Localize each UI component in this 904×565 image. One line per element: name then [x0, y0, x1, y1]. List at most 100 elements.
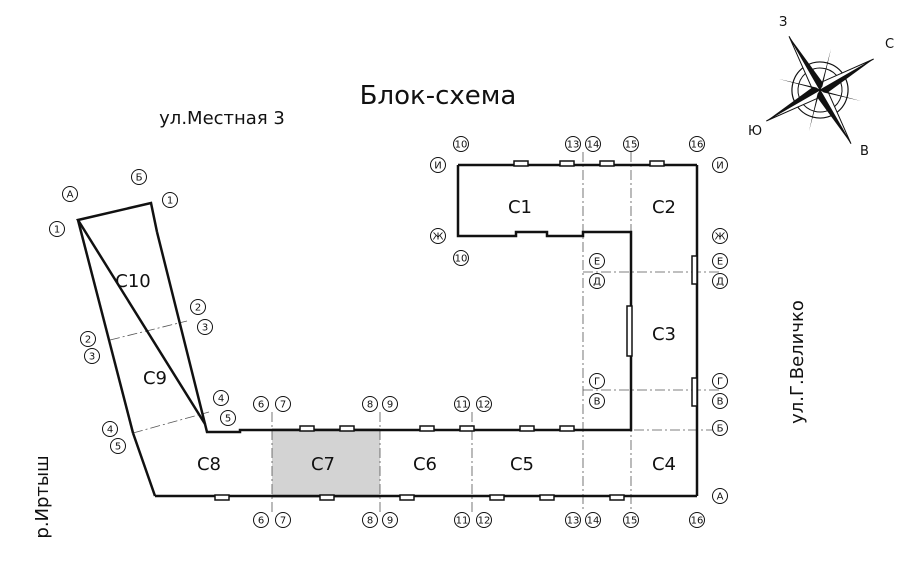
section-c2-label[interactable]: С2 — [652, 197, 676, 218]
axis-marker-rZh: Ж — [712, 228, 728, 244]
axis-marker-label: 8 — [367, 400, 373, 411]
axis-marker-label: 14 — [587, 516, 600, 527]
axis-marker-w5a: 5 — [220, 410, 236, 426]
axis-marker-label: 16 — [691, 140, 704, 151]
axis-marker-w5b: 5 — [110, 438, 126, 454]
section-c8-label[interactable]: С8 — [197, 454, 221, 475]
axis-marker-label: Б — [717, 424, 724, 435]
axis-marker-label: 10 — [455, 254, 468, 265]
axis-marker-w4b: 4 — [102, 421, 118, 437]
axis-marker-label: 11 — [456, 400, 469, 411]
axis-marker-label: Г — [594, 377, 600, 388]
axis-marker-label: 2 — [195, 303, 201, 314]
axis-marker-label: 9 — [387, 516, 393, 527]
axis-marker-label: 1 — [167, 196, 173, 207]
axis-marker-label: 12 — [478, 400, 491, 411]
section-c1-label[interactable]: С1 — [508, 197, 532, 218]
street-label-north: ул.Местная 3 — [159, 108, 285, 129]
section-c5-label[interactable]: С5 — [510, 454, 534, 475]
axis-marker-lV: В — [589, 393, 605, 409]
axis-marker-label: Д — [716, 277, 724, 288]
section-c7-highlight[interactable] — [272, 428, 380, 498]
compass-rose-icon — [766, 36, 874, 144]
axis-marker-rB: Б — [712, 420, 728, 436]
axis-marker-label: А — [717, 492, 724, 503]
axis-marker-label: 5 — [225, 414, 231, 425]
axis-marker-t15: 15 — [623, 136, 639, 152]
axis-marker-w3a: 3 — [197, 319, 213, 335]
axis-marker-label: 15 — [625, 140, 638, 151]
compass-label-yu: Ю — [748, 124, 762, 139]
axis-marker-b14: 14 — [585, 512, 601, 528]
axis-marker-label: Е — [594, 257, 600, 268]
axis-marker-label: 8 — [367, 516, 373, 527]
axis-marker-label: И — [716, 161, 723, 172]
axis-marker-lG: Г — [589, 373, 605, 389]
axis-marker-w2b: 2 — [80, 331, 96, 347]
axis-marker-label: В — [594, 397, 601, 408]
axis-marker-label: Б — [136, 173, 143, 184]
axis-marker-label: 2 — [85, 335, 91, 346]
axis-marker-rI: И — [712, 157, 728, 173]
compass-label-v: В — [860, 144, 869, 159]
section-c7-label[interactable]: С7 — [311, 454, 335, 475]
axis-marker-label: 4 — [107, 425, 113, 436]
axis-marker-label: 14 — [587, 140, 600, 151]
axis-marker-label: 7 — [280, 400, 286, 411]
axis-marker-label: 16 — [691, 516, 704, 527]
axis-marker-b15: 15 — [623, 512, 639, 528]
axis-marker-w1b: 1 — [162, 192, 178, 208]
axis-marker-mid10: 10 — [453, 250, 469, 266]
axis-marker-b7: 7 — [275, 512, 291, 528]
axis-marker-w1a: 1 — [49, 221, 65, 237]
axis-marker-label: 11 — [456, 516, 469, 527]
diagram-title: Блок-схема — [360, 81, 517, 111]
compass-label-z: З — [779, 15, 787, 30]
axis-marker-b16: 16 — [689, 512, 705, 528]
axis-marker-m7: 7 — [275, 396, 291, 412]
axis-marker-label: Г — [717, 377, 723, 388]
axis-marker-label: 13 — [567, 516, 580, 527]
axis-marker-m12: 12 — [476, 396, 492, 412]
section-c6-label[interactable]: С6 — [413, 454, 437, 475]
axis-marker-label: И — [434, 161, 441, 172]
axis-marker-label: 9 — [387, 400, 393, 411]
section-c3-label[interactable]: С3 — [652, 324, 676, 345]
axis-marker-label: 10 — [455, 140, 468, 151]
axis-marker-label: 15 — [625, 516, 638, 527]
axis-marker-label: 4 — [218, 394, 224, 405]
axis-marker-lZh: Ж — [430, 228, 446, 244]
axis-marker-b8: 8 — [362, 512, 378, 528]
axis-marker-label: Е — [717, 257, 723, 268]
axis-marker-b9: 9 — [382, 512, 398, 528]
axis-marker-wA: А — [62, 186, 78, 202]
building-outline — [76, 163, 699, 498]
axis-marker-rE: Е — [712, 253, 728, 269]
axis-marker-label: 6 — [258, 400, 264, 411]
axis-marker-label: 3 — [89, 352, 95, 363]
section-c9-label[interactable]: С9 — [143, 368, 167, 389]
axis-marker-b11: 11 — [454, 512, 470, 528]
river-label-west: р.Иртыш — [32, 455, 53, 538]
axis-marker-b12: 12 — [476, 512, 492, 528]
axis-marker-rG: Г — [712, 373, 728, 389]
section-c4-label[interactable]: С4 — [652, 454, 676, 475]
axis-marker-b13: 13 — [565, 512, 581, 528]
axis-marker-lE: Е — [589, 253, 605, 269]
axis-marker-label: 5 — [115, 442, 121, 453]
axis-marker-label: Ж — [433, 232, 444, 243]
axis-marker-label: 7 — [280, 516, 286, 527]
compass-label-s: С — [885, 37, 894, 52]
axis-marker-label: 6 — [258, 516, 264, 527]
axis-marker-w3b: 3 — [84, 348, 100, 364]
axis-marker-w2a: 2 — [190, 299, 206, 315]
axis-marker-label: 3 — [202, 323, 208, 334]
axis-marker-label: 13 — [567, 140, 580, 151]
axis-marker-label: В — [717, 397, 724, 408]
section-c10-label[interactable]: С10 — [115, 271, 150, 292]
axis-marker-t16: 16 — [689, 136, 705, 152]
axis-marker-label: 1 — [54, 225, 60, 236]
axis-marker-t10: 10 — [453, 136, 469, 152]
axis-marker-m9: 9 — [382, 396, 398, 412]
